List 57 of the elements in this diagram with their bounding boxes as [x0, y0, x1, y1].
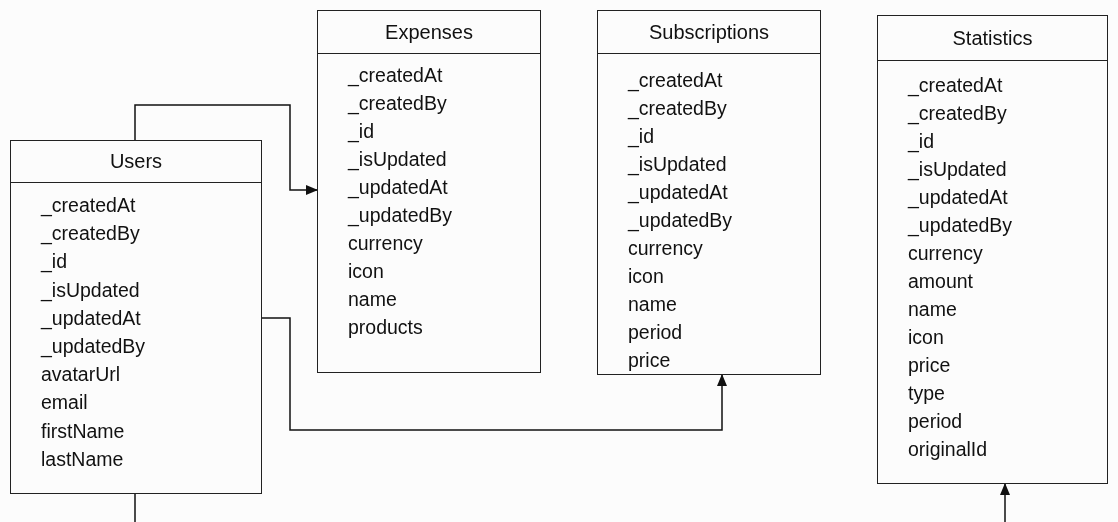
field-name: price: [908, 353, 951, 377]
field-name: icon: [908, 325, 944, 349]
field-name: _updatedAt: [348, 175, 448, 199]
field-name: _createdBy: [628, 96, 727, 120]
arrow: [1000, 483, 1010, 522]
field-name: _isUpdated: [628, 152, 727, 176]
field-name: email: [41, 390, 88, 415]
field-name: name: [628, 292, 677, 316]
field-name: _id: [348, 119, 375, 143]
field-name: _createdAt: [348, 63, 443, 87]
field-name: lastName: [41, 446, 124, 471]
table-box: [10, 140, 262, 494]
field-name: name: [908, 297, 957, 321]
field-name: _createdBy: [348, 91, 447, 115]
field-name: _isUpdated: [41, 277, 140, 302]
table-box: [597, 10, 821, 375]
field-name: currency: [628, 236, 703, 260]
field-name: price: [628, 348, 671, 372]
field-name: _createdBy: [908, 101, 1007, 125]
arrow: [261, 317, 727, 431]
field-name: _id: [41, 249, 68, 274]
field-name: type: [908, 381, 945, 405]
field-name: _createdAt: [41, 193, 136, 217]
field-name: _isUpdated: [348, 147, 447, 171]
field-name: _isUpdated: [908, 157, 1007, 181]
field-name: _updatedAt: [628, 180, 728, 204]
table-box: [317, 10, 541, 373]
field-name: _updatedAt: [908, 185, 1008, 209]
table-title: Statistics: [952, 26, 1033, 50]
field-name: _createdAt: [628, 68, 723, 92]
field-name: period: [908, 409, 963, 433]
field-name: _id: [628, 124, 655, 148]
field-name: period: [628, 320, 683, 344]
field-name: name: [348, 287, 397, 311]
field-name: _updatedBy: [628, 208, 733, 232]
field-name: avatarUrl: [41, 362, 121, 387]
table-title: Expenses: [385, 20, 473, 44]
field-name: products: [348, 315, 423, 339]
field-name: _createdBy: [41, 221, 140, 246]
field-name: originalId: [908, 437, 988, 461]
table-title: Subscriptions: [648, 20, 770, 44]
table-title: Users: [109, 150, 163, 173]
field-name: firstName: [41, 418, 125, 443]
connector-line: [134, 493, 136, 522]
field-name: _updatedBy: [41, 334, 146, 358]
field-name: _id: [908, 129, 935, 153]
field-name: _updatedAt: [41, 305, 141, 330]
field-name: _updatedBy: [908, 213, 1013, 237]
field-name: icon: [348, 259, 384, 283]
table-box: [877, 15, 1108, 484]
field-name: _createdAt: [908, 73, 1003, 97]
field-name: currency: [908, 241, 983, 265]
field-name: amount: [908, 269, 974, 293]
field-name: _updatedBy: [348, 203, 453, 227]
field-name: icon: [628, 264, 664, 288]
arrow: [134, 104, 318, 195]
field-name: currency: [348, 231, 423, 255]
